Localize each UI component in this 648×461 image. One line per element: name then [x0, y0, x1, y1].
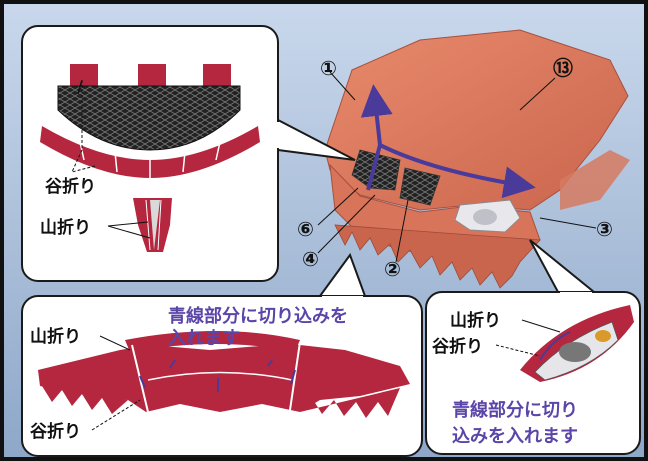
- part-number-3: ③: [596, 217, 613, 241]
- callout-panel-bumper: 山折り 谷折り 青線部分に切り込みを 入れます: [21, 252, 423, 457]
- callout-panel-grille: 谷折り 山折り: [21, 25, 356, 282]
- part-number-13: ⑬: [553, 56, 573, 80]
- note-cut-right-2: 込みを入れます: [452, 426, 578, 447]
- label-valley-fold-1: 谷折り: [45, 176, 96, 197]
- bumper-part: [38, 345, 410, 412]
- label-valley-fold-2: 谷折り: [30, 421, 81, 442]
- grille-lower-flange: [40, 126, 260, 178]
- grille-mesh-part: [57, 85, 241, 151]
- model-grille: [351, 149, 401, 191]
- note-cut-line-1: 青線部分に切り込みを: [168, 305, 348, 327]
- label-valley-fold-3: 谷折り: [432, 336, 483, 357]
- part-number-2: ②: [384, 257, 401, 281]
- part-number-6: ⑥: [297, 217, 314, 241]
- label-mountain-fold-2: 山折り: [30, 326, 81, 347]
- note-cut-right-1: 青線部分に切り: [452, 399, 578, 421]
- callout-panel-headlight: 山折り 谷折り 青線部分に切り 込みを入れます: [425, 239, 641, 455]
- part-number-4: ④: [302, 247, 319, 271]
- car-front-model: [324, 29, 630, 289]
- part-number-markers: ① ⑬ ③ ⑥ ④ ②: [297, 56, 613, 281]
- part-number-1: ①: [320, 56, 337, 80]
- model-cut-arrow-right: [379, 143, 536, 199]
- label-mountain-fold-1: 山折り: [40, 217, 91, 238]
- note-cut-line-2: 入れます: [168, 328, 240, 349]
- label-mountain-fold-3: 山折り: [450, 310, 501, 331]
